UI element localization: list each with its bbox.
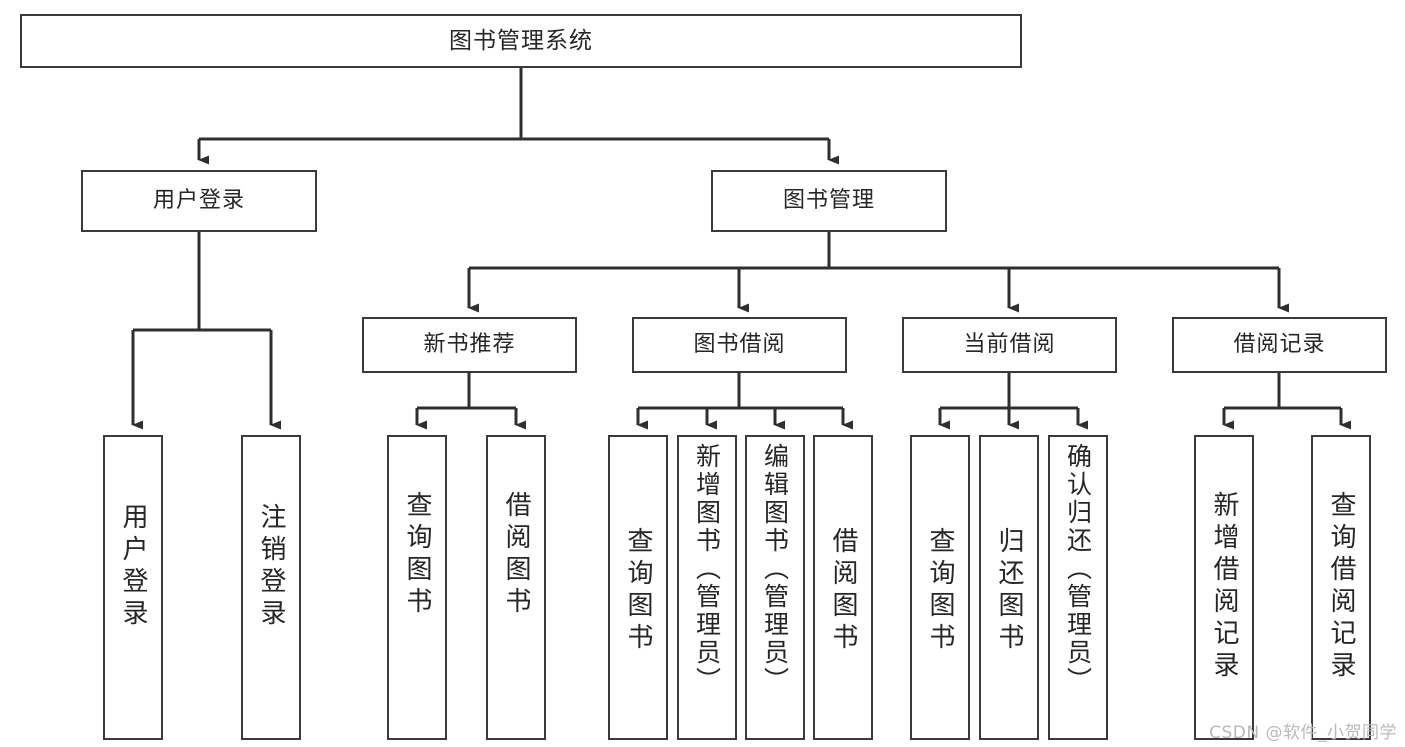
- leaf-current-borrow-confirm-label: 确认归还（管理员）: [1063, 443, 1093, 695]
- node-book-borrow-label: 图书借阅: [693, 332, 786, 358]
- leaf-book-borrow-query[interactable]: 查询图书: [608, 435, 668, 740]
- node-book-management[interactable]: 图书管理: [711, 170, 947, 232]
- node-book-management-label: 图书管理: [782, 188, 875, 214]
- leaf-borrow-record-query-label: 查询借阅记录: [1326, 491, 1356, 683]
- leaf-user-login-login[interactable]: 用户登录: [103, 435, 163, 740]
- leaf-borrow-record-add-label: 新增借阅记录: [1209, 491, 1239, 683]
- leaf-book-borrow-edit[interactable]: 编辑图书（管理员）: [745, 435, 805, 740]
- leaf-book-borrow-add-label: 新增图书（管理员）: [692, 443, 722, 695]
- node-current-borrow-label: 当前借阅: [963, 332, 1056, 358]
- leaf-book-borrow-borrow[interactable]: 借阅图书: [813, 435, 873, 740]
- leaf-new-book-borrow[interactable]: 借阅图书: [486, 435, 546, 740]
- csdn-watermark: CSDN @软件_小贺同学: [1209, 723, 1397, 743]
- leaf-book-borrow-add[interactable]: 新增图书（管理员）: [677, 435, 737, 740]
- leaf-borrow-record-add[interactable]: 新增借阅记录: [1194, 435, 1254, 740]
- node-new-book-recommend-label: 新书推荐: [423, 332, 516, 358]
- leaf-current-borrow-return-label: 归还图书: [994, 527, 1024, 655]
- leaf-user-login-logout-label: 注销登录: [256, 503, 286, 631]
- node-root[interactable]: 图书管理系统: [20, 14, 1022, 68]
- leaf-user-login-login-label: 用户登录: [118, 503, 148, 631]
- leaf-current-borrow-confirm[interactable]: 确认归还（管理员）: [1048, 435, 1108, 740]
- node-user-login[interactable]: 用户登录: [81, 170, 317, 232]
- leaf-current-borrow-query-label: 查询图书: [925, 527, 955, 655]
- node-borrow-record[interactable]: 借阅记录: [1172, 317, 1387, 373]
- leaf-book-borrow-query-label: 查询图书: [623, 527, 653, 655]
- node-user-login-label: 用户登录: [152, 188, 245, 214]
- leaf-borrow-record-query[interactable]: 查询借阅记录: [1311, 435, 1371, 740]
- leaf-new-book-query-label: 查询图书: [402, 491, 432, 619]
- leaf-book-borrow-edit-label: 编辑图书（管理员）: [760, 443, 790, 695]
- leaf-user-login-logout[interactable]: 注销登录: [241, 435, 301, 740]
- leaf-new-book-query[interactable]: 查询图书: [387, 435, 447, 740]
- node-borrow-record-label: 借阅记录: [1233, 332, 1326, 358]
- node-current-borrow[interactable]: 当前借阅: [902, 317, 1117, 373]
- leaf-book-borrow-borrow-label: 借阅图书: [828, 527, 858, 655]
- node-new-book-recommend[interactable]: 新书推荐: [362, 317, 577, 373]
- node-root-label: 图书管理系统: [449, 27, 593, 54]
- leaf-current-borrow-return[interactable]: 归还图书: [979, 435, 1039, 740]
- leaf-new-book-borrow-label: 借阅图书: [501, 491, 531, 619]
- leaf-current-borrow-query[interactable]: 查询图书: [910, 435, 970, 740]
- node-book-borrow[interactable]: 图书借阅: [632, 317, 847, 373]
